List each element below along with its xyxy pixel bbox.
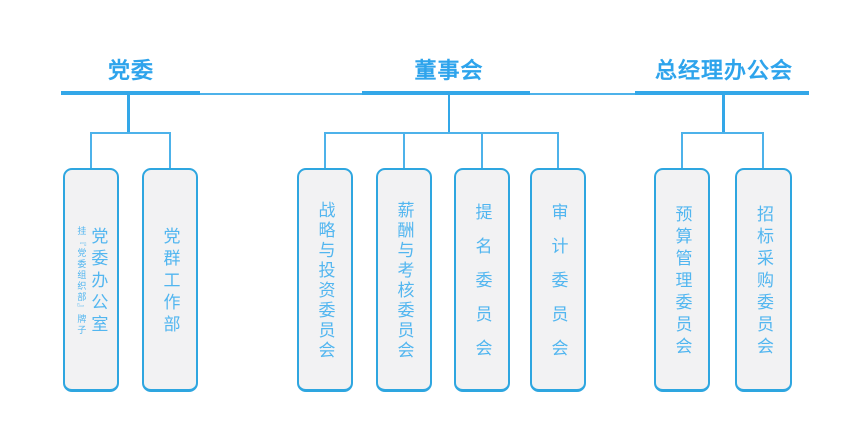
group-title-party-committee: 党委: [107, 58, 155, 83]
org-node-compensation-assessment-committee: 薪酬与考核委员会: [376, 168, 432, 392]
group-title-board-of-directors: 董事会: [414, 58, 484, 83]
org-node-strategy-investment-committee: 战略与投资委员会: [297, 168, 353, 392]
org-node-nomination-committee: 提名委员会: [454, 168, 510, 392]
connector-rail-party-committee: [90, 132, 171, 134]
underline-gm-office: [635, 91, 809, 95]
connector-drop: [90, 134, 92, 168]
connector-stem-party-committee: [127, 95, 130, 132]
org-node-label: 预算管理委员会: [672, 205, 692, 359]
org-node-party-office: 挂『党委组织部』牌子 党委办公室: [63, 168, 119, 392]
org-node-party-mass-work-dept: 党群工作部: [142, 168, 198, 392]
org-node-label: 战略与投资委员会: [315, 201, 335, 361]
underline-party-committee: [61, 91, 200, 95]
org-node-annotation: 挂『党委组织部』牌子: [76, 225, 87, 336]
connector-drop: [681, 134, 683, 168]
connector-drop: [324, 134, 326, 168]
org-node-budget-management-committee: 预算管理委员会: [654, 168, 710, 392]
connector-drop: [481, 134, 483, 168]
org-node-label: 审计委员会: [548, 203, 568, 373]
org-node-label: 党委办公室: [88, 227, 108, 337]
connector-stem-gm-office: [722, 95, 725, 132]
connector-drop: [169, 134, 171, 168]
org-node-label: 薪酬与考核委员会: [394, 201, 414, 361]
connector-stem-board-of-directors: [448, 95, 450, 132]
connector-rail-board-of-directors: [324, 132, 559, 134]
org-node-audit-committee: 审计委员会: [530, 168, 586, 392]
connector-drop: [557, 134, 559, 168]
underline-board-of-directors: [362, 91, 530, 95]
org-node-label: 党群工作部: [160, 227, 180, 337]
org-node-label: 提名委员会: [472, 203, 492, 373]
org-node-bidding-procurement-committee: 招标采购委员会: [735, 168, 792, 392]
connector-rail-gm-office: [681, 132, 764, 134]
connector-drop: [762, 134, 764, 168]
org-node-label: 招标采购委员会: [754, 205, 773, 359]
group-title-gm-office: 总经理办公会: [654, 58, 794, 83]
connector-drop: [403, 134, 405, 168]
